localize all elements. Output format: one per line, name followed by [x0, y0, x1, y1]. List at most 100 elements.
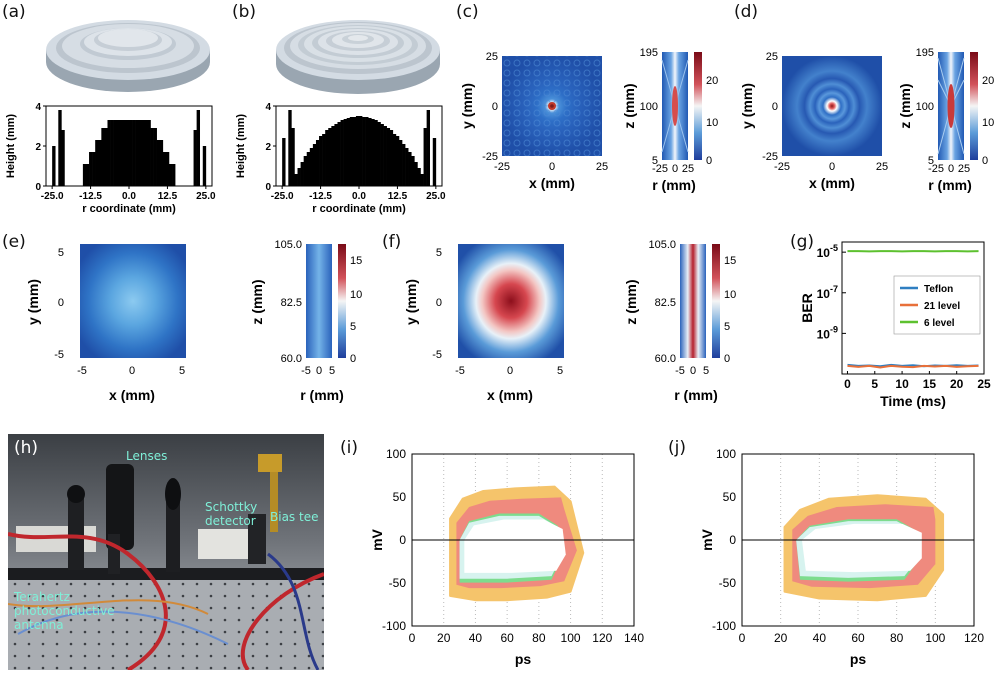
focus-rz-c: 20 10 0 195 100 5 -25 0 25 r (mm) z (mm)	[624, 47, 718, 193]
profile-bar	[288, 110, 292, 186]
eye-opening	[801, 523, 922, 573]
tick-x-f-left: -5	[455, 365, 465, 377]
x-tick-label: 25.0	[426, 191, 446, 202]
y-tick-label: -50	[389, 576, 407, 590]
x-tick-label: 10	[895, 377, 909, 391]
tick-x-c-right: 25	[596, 161, 608, 173]
legend-label: 21 level	[924, 301, 960, 312]
cbar-f-0: 0	[724, 353, 730, 365]
profile-bar	[374, 120, 378, 186]
profile-bar	[165, 152, 170, 186]
profile-bar	[291, 128, 295, 186]
tick-r-f-mid: 0	[690, 365, 696, 377]
focus-rz-e: 15 10 5 0 105.0 82.5 60.0 -5 0 5 r (mm) …	[249, 239, 362, 403]
profile-bar	[116, 120, 121, 186]
x-tick-label: 20	[774, 631, 788, 645]
y-tick-label: 0	[35, 182, 41, 193]
ylabel-d-xy: y (mm)	[742, 83, 755, 129]
profile-bar	[340, 120, 344, 186]
x-tick-label: 0	[409, 631, 416, 645]
y-tick-label: -100	[712, 619, 736, 633]
profile-bar	[92, 152, 96, 186]
x-tick-label: -25.0	[41, 191, 64, 202]
lens-render-a	[46, 20, 210, 92]
profile-bar	[420, 174, 424, 186]
panel-label-f: (f)	[382, 232, 402, 252]
profile-bar	[294, 174, 298, 186]
profile-bar	[408, 152, 412, 186]
ylabel-c-rz: z (mm)	[624, 83, 637, 128]
profile-bar	[371, 119, 375, 186]
profile-bar	[107, 120, 111, 186]
tick-y-c-mid: 0	[492, 101, 498, 113]
profile-bar	[138, 120, 142, 186]
profile-bar	[61, 130, 65, 186]
profile-bar	[322, 134, 326, 186]
profile-bar	[383, 126, 387, 186]
cbar-c-mid: 10	[706, 117, 718, 129]
focus-rz-f: 15 10 5 0 105.0 82.5 60.0 -5 0 5 r (mm) …	[623, 239, 736, 403]
profile-bar	[98, 140, 102, 186]
profile-bar	[349, 117, 354, 186]
focus-map-f: 5 0 -5 -5 0 5 x (mm) y (mm)	[403, 244, 564, 403]
profile-bar	[89, 152, 93, 186]
tick-z-f-mid: 82.5	[655, 297, 676, 309]
tick-x-d-right: 25	[876, 161, 888, 173]
tick-y-e-bot: -5	[54, 349, 64, 361]
panel-label-b: (b)	[232, 2, 257, 22]
profile-bar	[386, 128, 391, 186]
lens-render-b	[276, 20, 440, 94]
y-tick-label: 2	[265, 142, 271, 153]
tick-y-c-bot: -25	[482, 151, 498, 163]
x-axis-label: Time (ms)	[880, 393, 946, 409]
x-tick-label: 120	[964, 631, 984, 645]
tick-z-f-top: 105.0	[648, 239, 676, 251]
profile-bar	[82, 164, 87, 186]
tick-y-d-top: 25	[766, 51, 778, 63]
profile-bar	[119, 120, 124, 186]
x-axis-label: r coordinate (mm)	[82, 203, 176, 215]
x-tick-label: 25.0	[196, 191, 216, 202]
profile-bar	[113, 120, 118, 186]
x-tick-label: 12.5	[388, 191, 408, 202]
profile-bar	[58, 110, 62, 186]
xlabel-d-rz: r (mm)	[928, 177, 972, 193]
profile-bar	[402, 144, 406, 186]
y-axis-label: Height (mm)	[5, 114, 17, 179]
panel-label-g: (g)	[790, 232, 815, 252]
tick-x-d-left: -25	[774, 161, 790, 173]
tick-z-d-bot: 5	[928, 155, 934, 167]
profile-bar	[306, 152, 311, 186]
cbar-f-15: 15	[724, 255, 736, 267]
x-tick-label: 60	[500, 631, 514, 645]
profile-bar	[156, 140, 161, 186]
y-axis-label: Height (mm)	[235, 114, 247, 179]
tick-x-f-mid: 0	[507, 365, 513, 377]
profile-bar	[162, 152, 167, 186]
tick-x-e-right: 5	[179, 365, 185, 377]
tick-y-d-bot: -25	[762, 151, 778, 163]
y-tick-label: 0	[729, 533, 736, 547]
profile-bar	[392, 134, 397, 186]
profile-bar	[297, 168, 301, 186]
x-tick-label: 20	[950, 377, 964, 391]
y-tick-label: 10-9	[817, 324, 838, 341]
eye-opening	[464, 519, 566, 573]
legend-label: Teflon	[924, 284, 953, 295]
panel-label-i: (i)	[340, 438, 358, 458]
profile-bar	[300, 162, 304, 186]
profile-bar	[417, 168, 421, 186]
profile-bar	[129, 120, 133, 186]
plot-frame	[841, 241, 985, 375]
x-tick-label: 0	[844, 377, 851, 391]
y-axis-label: mV	[370, 528, 385, 550]
xlabel-f-rz: r (mm)	[674, 387, 718, 403]
profile-bar	[334, 124, 338, 186]
profile-bar	[147, 120, 151, 186]
x-axis-label: ps	[850, 651, 867, 667]
profile-bar	[132, 120, 136, 186]
xlabel-f-xy: x (mm)	[487, 387, 533, 403]
x-tick-label: 0.0	[352, 191, 366, 202]
x-tick-label: 60	[851, 631, 865, 645]
tick-y-f-bot: -5	[432, 349, 442, 361]
